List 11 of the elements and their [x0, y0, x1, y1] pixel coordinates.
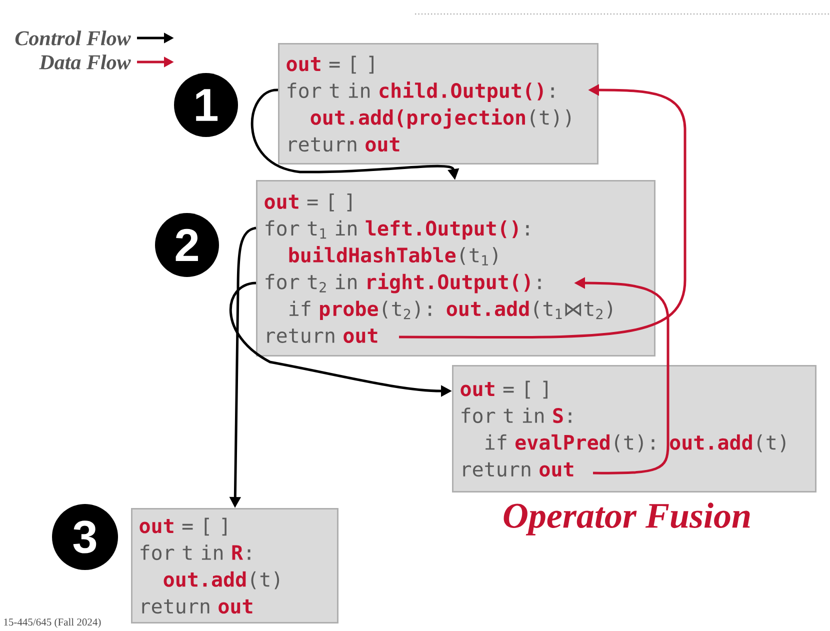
title: Operator Fusion — [504, 502, 750, 536]
code-box: out = [ ] for t$_{1}$ in left.Output(): buildHashTable(t$_{1}$) for t$_{2}$ in right.Output(): if probe(t$_{2}$): out.add(t$_{1}$⋈t$_{2}$) return out — [256, 180, 656, 356]
code-box: out = [ ] for t in child.Output(): out.add(projection(t)) return out — [278, 43, 598, 164]
number-badge: 1 — [174, 73, 238, 137]
code-box: out = [ ] for t in R: out.add(t) return out — [131, 508, 338, 624]
legend-label: Control Flow — [15, 30, 131, 46]
code-box: out = [ ] for t in S: if evalPred(t): out.add(t) return out — [452, 365, 816, 492]
legend-label: Data Flow — [39, 54, 131, 70]
footer-text: 15-445/645 (Fall 2024) — [4, 618, 101, 628]
number-badge: 3 — [52, 504, 118, 570]
number-badge: 2 — [155, 213, 219, 277]
